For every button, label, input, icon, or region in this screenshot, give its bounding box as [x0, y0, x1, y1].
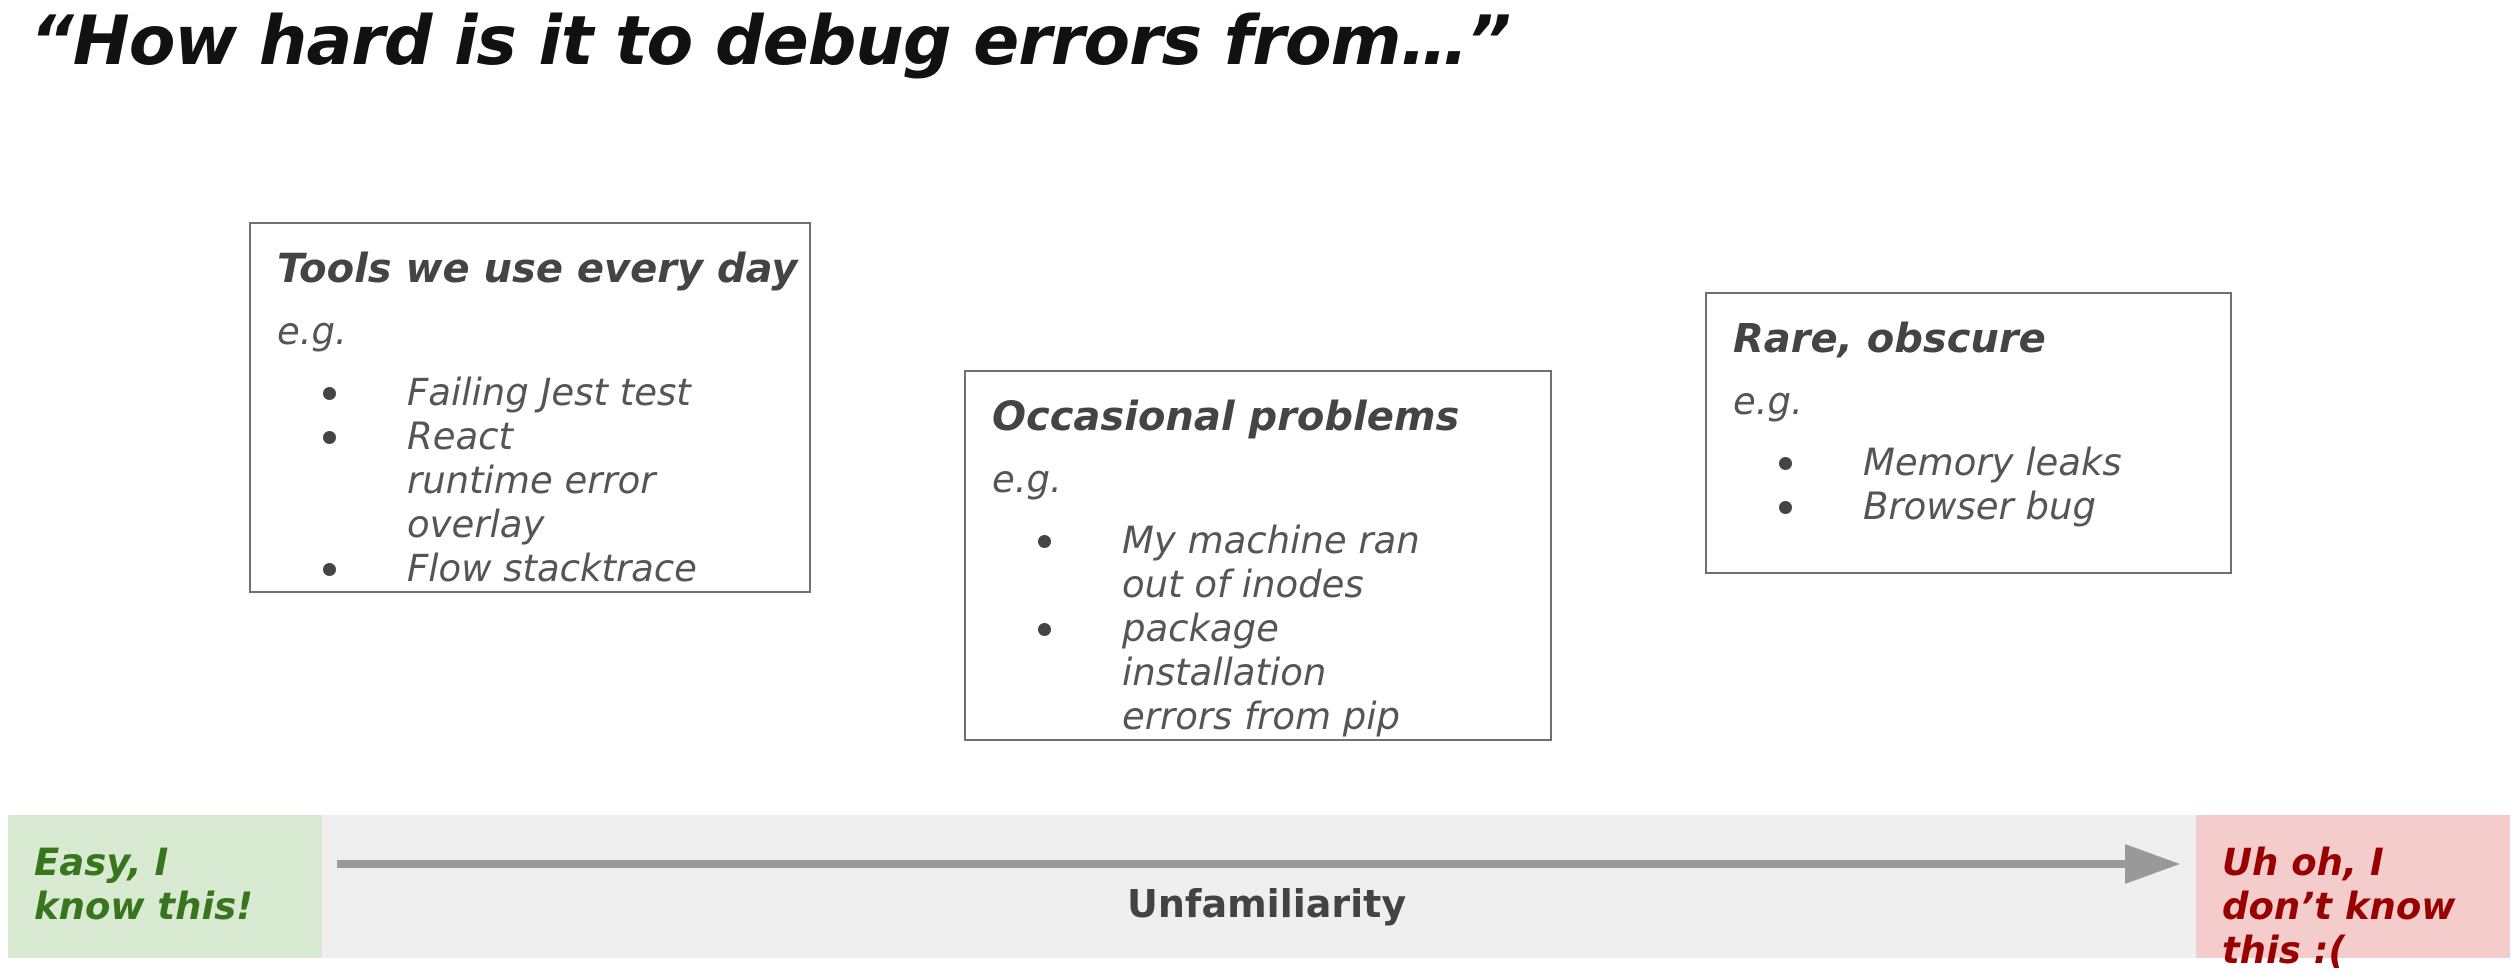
- bullet-icon: [323, 563, 336, 576]
- bullet-icon: [1038, 535, 1051, 548]
- list-item-text: Browser bug: [1863, 485, 2096, 528]
- card-list: My machine ran out of inodes package ins…: [992, 519, 1524, 739]
- card-rare-obscure: Rare, obscure e.g. Memory leaks Browser …: [1705, 292, 2232, 574]
- unfamiliarity-scale-bar: [8, 815, 2510, 958]
- list-item-text: Failing Jest test: [407, 371, 691, 414]
- bullet-icon: [323, 387, 336, 400]
- list-item: Browser bug: [1733, 485, 2204, 529]
- hard-end-box: Uh oh, I don’t know this :(: [2196, 815, 2510, 972]
- list-item: React runtime error overlay: [277, 415, 657, 547]
- list-item: My machine ran out of inodes: [992, 519, 1427, 607]
- list-item-text: React runtime error overlay: [407, 415, 656, 546]
- card-eg-label: e.g.: [277, 310, 347, 353]
- card-eg-label: e.g.: [1733, 380, 1803, 423]
- card-title: Tools we use every day: [277, 246, 798, 292]
- bullet-icon: [1038, 623, 1051, 636]
- bullet-icon: [1779, 501, 1792, 514]
- card-title: Rare, obscure: [1733, 316, 2046, 362]
- list-item: Failing Jest test: [277, 371, 783, 415]
- hard-label: Uh oh, I don’t know this :(: [2222, 841, 2456, 972]
- axis-label: Unfamiliarity: [1127, 882, 1407, 926]
- card-list: Memory leaks Browser bug: [1733, 441, 2204, 529]
- card-eg-label: e.g.: [992, 458, 1062, 501]
- card-occasional-problems: Occasional problems e.g. My machine ran …: [964, 370, 1552, 741]
- card-title: Occasional problems: [992, 394, 1460, 440]
- list-item: package installation errors from pip: [992, 607, 1427, 739]
- easy-end-box: Easy, I know this!: [8, 815, 322, 958]
- list-item: Memory leaks: [1733, 441, 2204, 485]
- list-item-text: Flow stacktrace: [407, 547, 697, 590]
- list-item: Flow stacktrace: [277, 547, 783, 591]
- card-list: Failing Jest test React runtime error ov…: [277, 371, 783, 591]
- bullet-icon: [323, 431, 336, 444]
- easy-label: Easy, I know this!: [34, 841, 254, 928]
- list-item-text: My machine ran out of inodes: [1122, 519, 1420, 606]
- bullet-icon: [1779, 457, 1792, 470]
- list-item-text: Memory leaks: [1863, 441, 2122, 484]
- list-item-text: package installation errors from pip: [1122, 607, 1401, 738]
- card-everyday-tools: Tools we use every day e.g. Failing Jest…: [249, 222, 811, 593]
- slide-title: “How hard is it to debug errors from…”: [30, 2, 1511, 81]
